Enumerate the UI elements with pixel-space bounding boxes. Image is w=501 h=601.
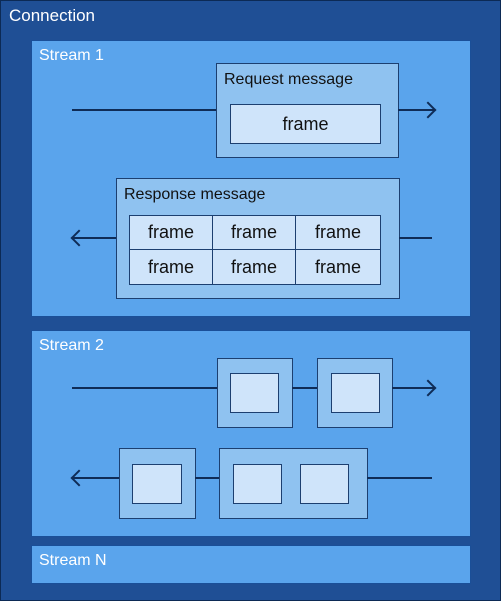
request-message: Request message frame	[216, 63, 399, 158]
response-frame: frame	[130, 250, 213, 284]
stream-1: Stream 1 Request message frame Response …	[31, 40, 471, 317]
stream-2-in-line-2	[195, 477, 220, 479]
stream-2-frame	[132, 464, 182, 504]
response-frame: frame	[130, 216, 213, 250]
stream-2-frame	[331, 373, 380, 413]
request-arrow-icon	[419, 101, 437, 119]
stream-2-in-line-3	[367, 477, 432, 479]
stream-2-in-line-1	[73, 477, 120, 479]
response-message: Response message frame frame frame frame…	[116, 178, 400, 299]
stream-2-frame	[230, 373, 279, 413]
stream-2-in-message-1	[119, 448, 196, 519]
stream-n-title: Stream N	[39, 552, 107, 569]
stream-2: Stream 2	[31, 330, 471, 537]
request-line-left	[72, 109, 217, 111]
response-frame: frame	[213, 250, 296, 284]
stream-2-frame	[300, 464, 349, 504]
stream-2-out-message-2	[317, 358, 393, 428]
stream-2-in-message-2	[219, 448, 368, 519]
stream-2-frame	[233, 464, 282, 504]
stream-1-title: Stream 1	[39, 47, 104, 64]
response-line-left	[73, 237, 117, 239]
stream-2-out-message-1	[217, 358, 293, 428]
response-line-right	[399, 237, 432, 239]
stream-2-title: Stream 2	[39, 337, 104, 354]
stream-2-out-line-1	[72, 387, 218, 389]
stream-n: Stream N	[31, 545, 471, 584]
stream-2-out-line-2	[292, 387, 318, 389]
request-frame: frame	[230, 104, 381, 144]
connection-title: Connection	[9, 6, 96, 25]
response-frame: frame	[213, 216, 296, 250]
request-message-label: Request message	[224, 71, 353, 88]
request-line-right	[398, 109, 434, 111]
response-message-label: Response message	[124, 186, 266, 203]
response-frame: frame	[314, 256, 361, 277]
response-frame: frame	[296, 216, 380, 250]
response-frames-grid: frame frame frame frame frame frame	[129, 215, 381, 285]
stream-2-out-arrow-icon	[419, 379, 437, 397]
stream-2-out-line-3	[392, 387, 434, 389]
